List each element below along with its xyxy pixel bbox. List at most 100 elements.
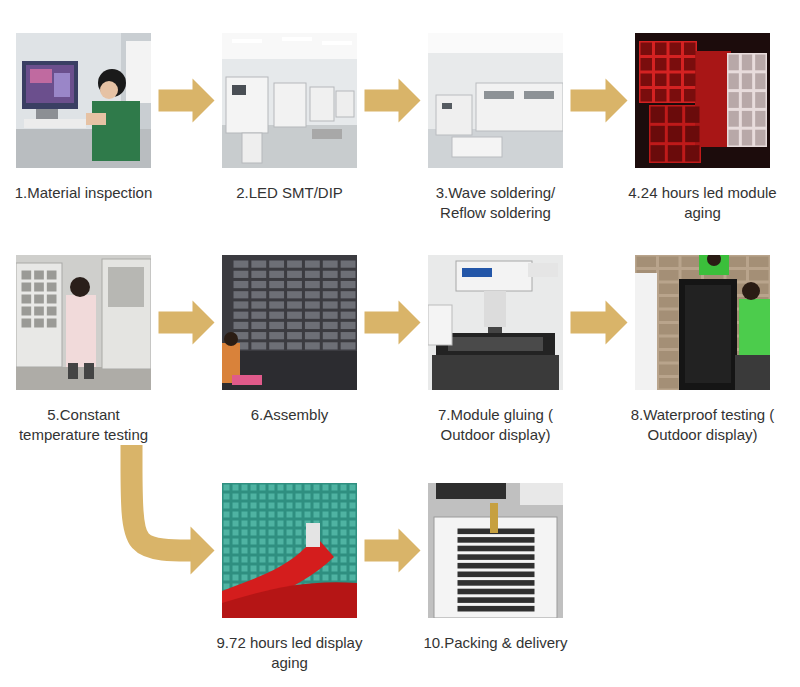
step-photo: [635, 33, 770, 168]
photo-shape: [233, 539, 239, 545]
process-step: 6.Assembly: [215, 255, 365, 425]
photo-shape: [269, 301, 284, 308]
photo-shape: [755, 130, 765, 146]
photo-shape: [86, 113, 106, 125]
photo-shape: [442, 103, 452, 109]
photo-shape: [269, 312, 284, 319]
photo-shape: [224, 485, 230, 491]
photo-shape: [278, 494, 284, 500]
photo-shape: [651, 107, 665, 123]
arrow-body: [132, 445, 193, 551]
photo-shape: [296, 503, 302, 509]
photo-shape: [34, 295, 44, 304]
photo-shape: [458, 589, 535, 595]
photo-shape: [659, 297, 679, 308]
photo-shape: [684, 43, 696, 56]
photo-shape: [70, 277, 90, 297]
photo-shape: [305, 342, 320, 349]
photo-shape: [341, 548, 347, 554]
photo-shape: [727, 270, 747, 281]
photo-shape: [707, 255, 721, 266]
photo-illustration: [428, 255, 563, 390]
photo-shape: [323, 494, 329, 500]
photo-shape: [222, 255, 357, 390]
photo-shape: [242, 557, 248, 563]
photo-shape: [305, 312, 320, 319]
photo-shape: [323, 332, 338, 339]
photo-shape: [641, 43, 653, 56]
step-photo: [16, 255, 151, 390]
photo-shape: [639, 41, 697, 103]
photo-illustration: [635, 33, 770, 168]
photo-shape: [436, 333, 555, 355]
photo-shape: [269, 521, 275, 527]
photo-shape: [350, 575, 356, 581]
photo-illustration: [16, 33, 151, 168]
photo-shape: [305, 261, 320, 268]
photo-shape: [528, 263, 558, 277]
photo-shape: [47, 283, 57, 292]
photo-shape: [296, 494, 302, 500]
arrow-body: [365, 301, 421, 345]
step-caption: 7.Module gluing ( Outdoor display): [421, 390, 571, 445]
photo-shape: [242, 566, 248, 572]
photo-shape: [16, 263, 62, 367]
photo-shape: [224, 521, 230, 527]
photo-shape: [278, 485, 284, 491]
photo-shape: [305, 301, 320, 308]
photo-shape: [323, 566, 329, 572]
photo-shape: [742, 130, 752, 146]
flow-arrow: [571, 301, 628, 345]
photo-shape: [323, 301, 338, 308]
arrow-body: [159, 301, 215, 345]
photo-shape: [452, 137, 502, 157]
photo-shape: [742, 282, 760, 300]
photo-shape: [68, 363, 78, 379]
photo-shape: [332, 521, 338, 527]
photo-shape: [251, 291, 266, 298]
photo-shape: [684, 89, 696, 102]
photo-shape: [323, 530, 329, 536]
photo-shape: [755, 73, 765, 89]
photo-shape: [739, 299, 770, 355]
photo-illustration: [222, 255, 357, 390]
photo-shape: [679, 279, 737, 390]
flow-arrow: [365, 79, 421, 123]
photo-shape: [332, 548, 338, 554]
photo-shape: [637, 257, 657, 268]
photo-shape: [260, 539, 266, 545]
step-photo: [222, 255, 357, 390]
photo-shape: [350, 530, 356, 536]
photo-shape: [251, 312, 266, 319]
photo-shape: [323, 322, 338, 329]
photo-illustration: [222, 33, 357, 168]
process-step: 1.Material inspection: [9, 33, 159, 203]
photo-shape: [428, 33, 563, 168]
photo-shape: [350, 539, 356, 545]
photo-shape: [323, 261, 338, 268]
photo-shape: [749, 270, 769, 281]
photo-shape: [332, 494, 338, 500]
arrow-body: [365, 79, 421, 123]
photo-shape: [224, 548, 230, 554]
photo-shape: [278, 503, 284, 509]
photo-shape: [323, 291, 338, 298]
photo-shape: [641, 89, 653, 102]
photo-shape: [458, 546, 535, 552]
photo-shape: [350, 503, 356, 509]
photo-shape: [260, 521, 266, 527]
photo-shape: [323, 485, 329, 491]
photo-shape: [305, 332, 320, 339]
photo-shape: [233, 566, 239, 572]
flow-arrow: [365, 529, 421, 573]
photo-shape: [323, 539, 329, 545]
photo-shape: [34, 271, 44, 280]
photo-shape: [260, 512, 266, 518]
photo-shape: [641, 74, 653, 87]
photo-shape: [336, 91, 354, 117]
photo-shape: [269, 281, 284, 288]
flow-arrow: [159, 301, 215, 345]
arrow-body: [571, 79, 628, 123]
step-caption: 8.Waterproof testing ( Outdoor display): [628, 390, 778, 445]
photo-shape: [234, 322, 249, 329]
